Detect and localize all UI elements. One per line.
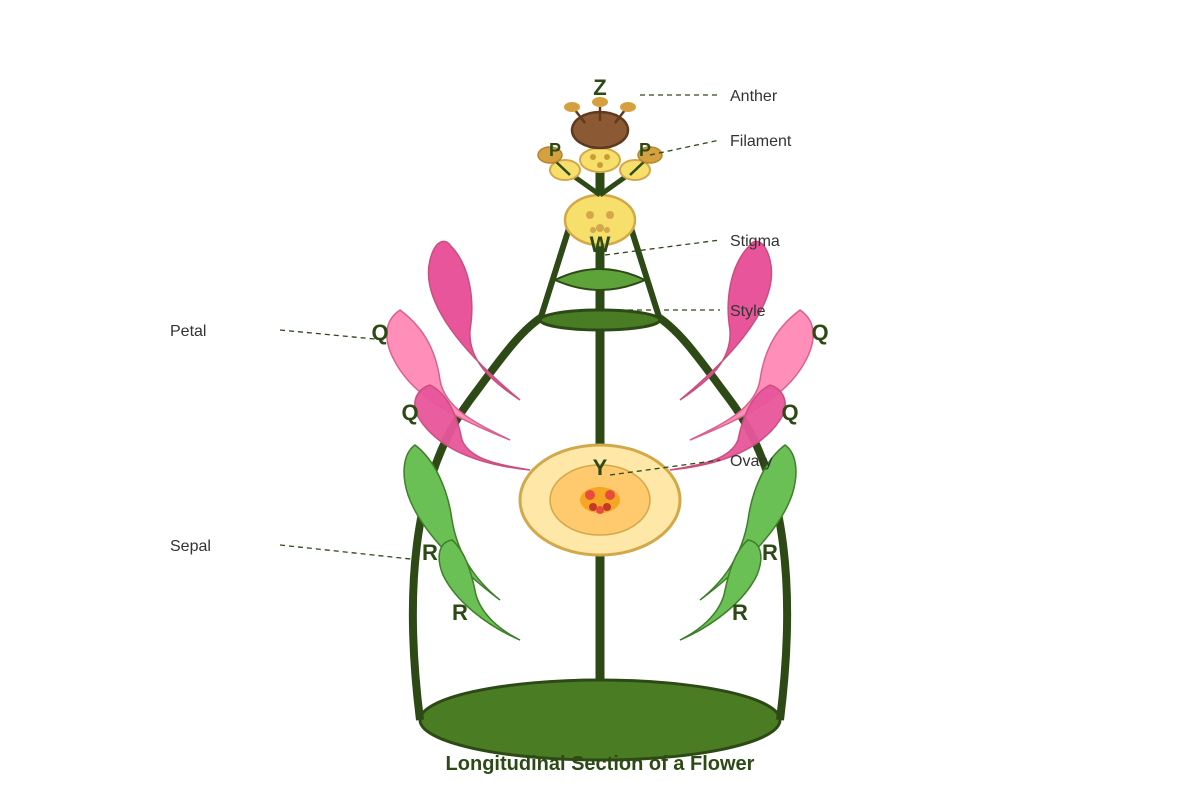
- marker-p-right: P: [639, 140, 651, 160]
- ovule: [585, 490, 595, 500]
- marker-y: Y: [593, 455, 608, 480]
- marker-q-right-top: Q: [811, 320, 828, 345]
- label-style: Style: [730, 303, 766, 320]
- label-stigma: Stigma: [730, 233, 780, 250]
- stigma-dot: [586, 211, 594, 219]
- label-sepal: Sepal: [170, 538, 211, 555]
- sepal-right-lower: [679, 539, 762, 641]
- marker-z: Z: [593, 75, 606, 100]
- label-ovary: Ovary: [730, 453, 773, 470]
- anther-left: [537, 146, 563, 164]
- anther-tip: [592, 97, 608, 107]
- upper-branch-left: [537, 224, 573, 321]
- stem-disc-lower: [538, 308, 662, 332]
- leader-sepal: [279, 544, 421, 561]
- ovule: [603, 503, 611, 511]
- marker-w: W: [590, 232, 611, 257]
- label-filament: Filament: [730, 133, 792, 150]
- marker-r-right-bottom: R: [732, 600, 748, 625]
- label-petal: Petal: [170, 323, 206, 340]
- leader-ovary: [609, 459, 721, 476]
- marker-r-left-bottom: R: [452, 600, 468, 625]
- stem-leaf-upper: [552, 268, 648, 291]
- receptacle-base: [418, 678, 782, 762]
- marker-p-left: P: [549, 140, 561, 160]
- anther-tip: [620, 102, 636, 112]
- sepal-left-lower: [438, 539, 521, 641]
- anther-tip: [564, 102, 580, 112]
- ovule: [605, 490, 615, 500]
- stigma-dot: [604, 227, 610, 233]
- stigma-dot: [590, 227, 596, 233]
- ovule: [589, 503, 597, 511]
- stigma-dot: [596, 224, 604, 232]
- marker-r-left-top: R: [422, 540, 438, 565]
- leader-petal: [279, 329, 386, 341]
- ovule: [596, 506, 604, 514]
- anther-filament: [614, 109, 626, 124]
- pollen-dot: [590, 154, 596, 160]
- pollen-dot: [597, 162, 603, 168]
- petal-left-lower: [414, 384, 531, 471]
- leader-stigma: [604, 239, 721, 256]
- anther-filament: [574, 109, 586, 124]
- pollen-dot: [604, 154, 610, 160]
- marker-q-right-mid: Q: [781, 400, 798, 425]
- marker-q-left-mid: Q: [401, 400, 418, 425]
- diagram-title: Longitudinal Section of a Flower: [446, 753, 755, 775]
- upper-branch-right: [627, 224, 663, 321]
- marker-q-left-top: Q: [371, 320, 388, 345]
- pollen-sac-center: [579, 147, 621, 173]
- petal-left-upper: [427, 240, 521, 401]
- petal-right-lower: [669, 384, 786, 471]
- stigma-dot: [606, 211, 614, 219]
- leader-filament: [649, 139, 721, 156]
- label-anther: Anther: [730, 88, 778, 105]
- petal-right-upper: [679, 240, 773, 401]
- marker-r-right-top: R: [762, 540, 778, 565]
